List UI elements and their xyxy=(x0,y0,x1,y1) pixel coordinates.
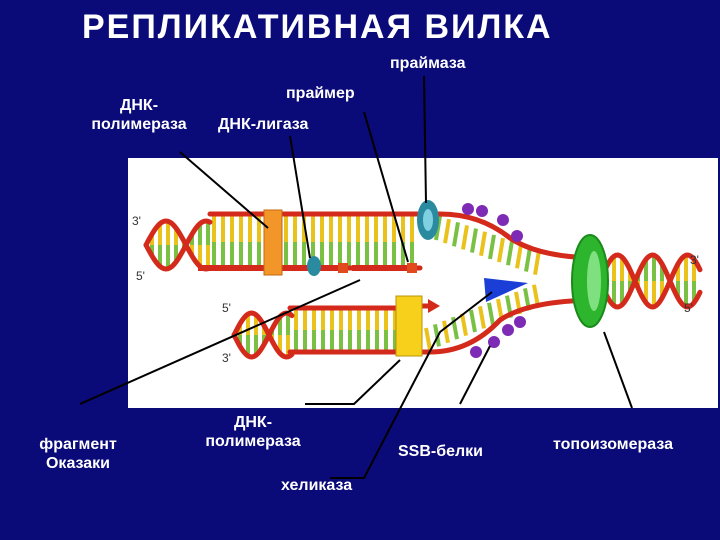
rna-primer xyxy=(338,263,348,273)
base-pair-rung xyxy=(442,320,450,344)
base-pair-rung xyxy=(460,313,468,336)
label-ssb-proteins: SSB-белки xyxy=(398,443,484,460)
pointer-ssb xyxy=(459,345,491,405)
pointer-okazaki xyxy=(79,279,361,405)
base-pair-rung xyxy=(497,237,505,263)
parental-helix-strand-b xyxy=(597,252,703,310)
rna-primer xyxy=(407,263,417,273)
pointer-dna-polymerase-top xyxy=(179,151,269,229)
base-pair-rung xyxy=(443,218,451,244)
label-dna-polymerase-bottom-line1: ДНК- xyxy=(233,414,273,431)
strand-end-right-3: 3' xyxy=(690,253,699,267)
pointer-dna-ligase xyxy=(289,135,311,259)
base-pair-rung xyxy=(506,240,514,266)
base-pair-rung xyxy=(470,228,478,253)
base-pair-rung xyxy=(533,250,541,275)
label-okazaki-line1: фрагмент xyxy=(39,436,117,453)
pointer-primase xyxy=(423,75,427,204)
dna-polymerase-bottom-shape xyxy=(395,295,423,357)
label-topoisomerase: топоизомераза xyxy=(553,436,674,453)
base-pair-rung xyxy=(433,324,441,347)
pointer-primer xyxy=(363,111,409,263)
label-dna-polymerase-bottom: ДНК- полимераза xyxy=(188,413,318,451)
base-pair-rung xyxy=(424,327,432,351)
strand-end-right-5: 5' xyxy=(684,301,693,315)
dna-ligase-shape xyxy=(307,256,321,276)
base-pair-rung xyxy=(488,234,496,260)
strand-end-top-left-3: 3' xyxy=(132,214,141,228)
ssb-protein xyxy=(514,316,526,328)
parental-helix-strand-a xyxy=(597,252,703,310)
label-dna-polymerase-top: ДНК- полимераза xyxy=(78,96,200,134)
label-dna-polymerase-top-line2: полимераза xyxy=(91,116,187,133)
strand-end-bottom-left-5: 5' xyxy=(222,301,231,315)
ssb-protein xyxy=(476,205,488,217)
label-dna-polymerase-top-line1: ДНК- xyxy=(119,97,159,114)
slide-title: РЕПЛИКАТИВНАЯ ВИЛКА xyxy=(82,8,553,46)
top-helix-strand-a xyxy=(143,218,213,272)
topoisomerase-shape-inner xyxy=(587,251,601,311)
top-arm-outer-strand xyxy=(207,211,603,261)
helicase-shape xyxy=(484,278,528,302)
strand-end-top-left-5: 5' xyxy=(136,269,145,283)
label-helicase: хеликаза xyxy=(281,477,353,494)
primase-shape-inner xyxy=(423,209,433,231)
ssb-proteins xyxy=(462,203,526,358)
strand-end-bottom-left-3: 3' xyxy=(222,351,231,365)
label-okazaki-line2: Оказаки xyxy=(45,455,111,472)
base-pair-rung xyxy=(515,244,523,269)
ssb-protein xyxy=(470,346,482,358)
label-primase: праймаза xyxy=(390,55,466,72)
okazaki-fragment xyxy=(352,265,407,271)
base-pair-rung xyxy=(524,247,532,272)
ssb-protein xyxy=(488,336,500,348)
ssb-protein xyxy=(502,324,514,336)
base-pair-rung xyxy=(479,231,487,257)
base-pair-rung xyxy=(461,225,469,250)
pointer-topoisomerase xyxy=(603,331,633,409)
label-dna-ligase: ДНК-лигаза xyxy=(218,116,309,133)
ssb-protein xyxy=(462,203,474,215)
pointer-dna-polymerase-bottom xyxy=(305,359,401,405)
base-pair-rung xyxy=(478,306,486,329)
label-primer: праймер xyxy=(286,85,355,102)
base-pair-rung xyxy=(452,221,460,247)
base-pair-rung xyxy=(487,302,495,326)
leading-strand-arrowhead xyxy=(428,299,440,313)
base-pair-rung xyxy=(469,309,477,333)
label-dna-polymerase-bottom-line2: полимераза xyxy=(205,433,301,450)
pointer-lines xyxy=(79,75,633,479)
ssb-protein xyxy=(497,214,509,226)
dna-polymerase-top-shape xyxy=(263,209,283,276)
ssb-protein xyxy=(511,230,523,242)
bottom-arm-outer-strand xyxy=(287,297,603,355)
label-okazaki-fragment: фрагмент Оказаки xyxy=(24,435,132,473)
okazaki-fragment xyxy=(198,265,268,271)
pointer-helicase xyxy=(330,291,493,479)
